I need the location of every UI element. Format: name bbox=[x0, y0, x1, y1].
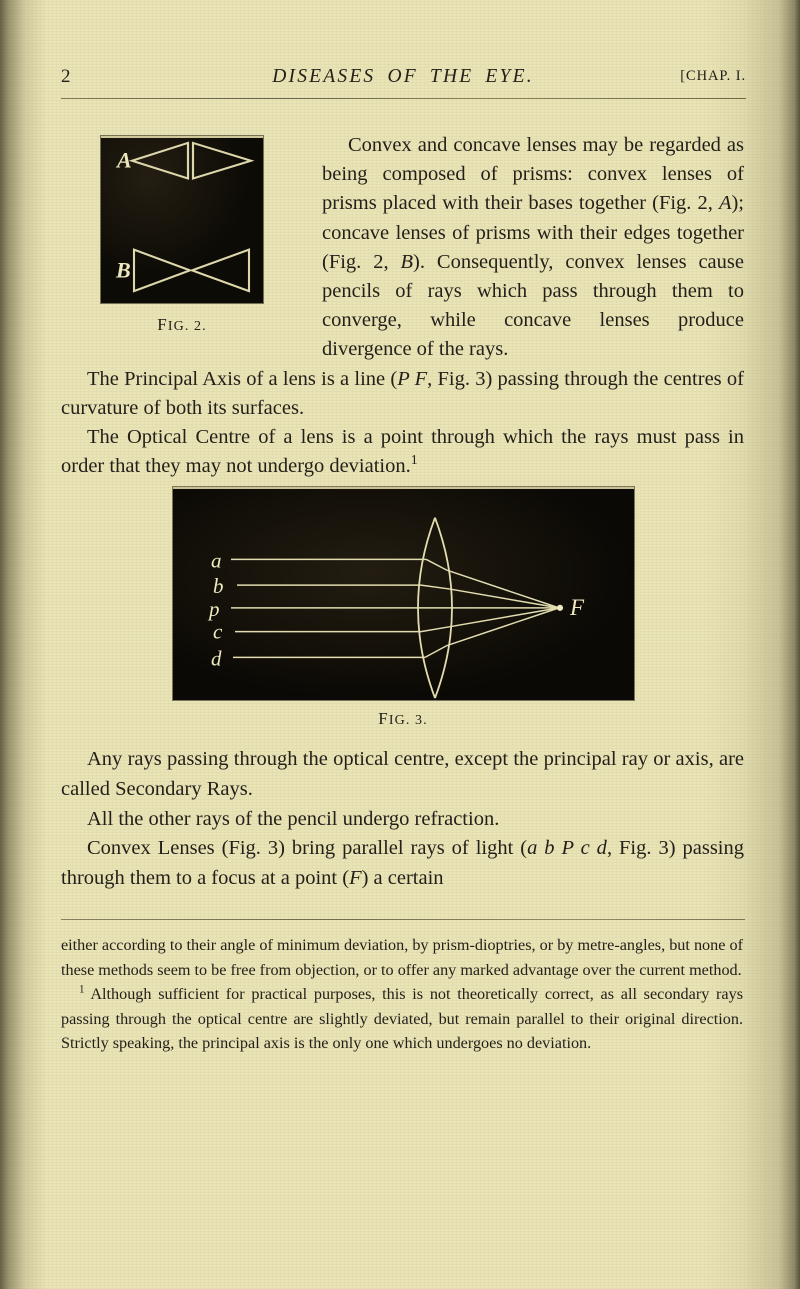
p1-italic-a: A bbox=[718, 192, 732, 215]
figure-3-ray-label-c: c bbox=[213, 620, 223, 644]
ray-b-refracted bbox=[449, 588, 559, 610]
footnote-1-marker: 1 bbox=[79, 983, 85, 996]
ray-b-internal bbox=[420, 584, 450, 591]
figure-3-woodcut: a b p c d F bbox=[172, 487, 634, 701]
p3-text: The Optical Centre of a lens is a point … bbox=[61, 426, 744, 478]
p6-italic-rays: a b P c d bbox=[527, 837, 607, 860]
page-content: 2 DISEASES OF THE EYE. [CHAP. I. A bbox=[58, 0, 748, 1289]
footnote-1-text: Although sufficient for practical purpos… bbox=[61, 985, 744, 1053]
p1-part-a: Convex and concave lenses may be regarde… bbox=[322, 134, 744, 215]
ray-c-refracted bbox=[449, 607, 559, 628]
ray-a-refracted bbox=[446, 569, 559, 610]
figure-2-graphic: A B bbox=[115, 141, 255, 293]
figure-3: a b p c d F FIG. 3. bbox=[58, 487, 748, 729]
figure-3-caption-rest: IG. 3. bbox=[388, 713, 428, 729]
figure-2-caption: FIG. 2. bbox=[101, 310, 263, 341]
p6-italic-f: F bbox=[349, 866, 362, 889]
focus-point bbox=[556, 605, 563, 612]
lens-left-surface bbox=[416, 517, 436, 699]
chapter-marker: [CHAP. I. bbox=[680, 68, 746, 84]
figure-2-label-a: A bbox=[115, 149, 132, 173]
lens-right-surface bbox=[433, 517, 453, 699]
figure-3-caption: FIG. 3. bbox=[58, 709, 748, 729]
paragraph-2: The Principal Axis of a lens is a line (… bbox=[61, 365, 744, 423]
paragraph-4: Any rays passing through the optical cen… bbox=[61, 748, 744, 801]
figure-3-caption-initial: F bbox=[378, 709, 389, 729]
ray-d-internal bbox=[424, 645, 447, 659]
paragraph-3: The Optical Centre of a lens is a point … bbox=[61, 423, 744, 481]
p1-part-c: ). Consequently, convex lenses cause pen… bbox=[322, 250, 744, 361]
body-text-block-2: Any rays passing through the optical cen… bbox=[58, 745, 748, 893]
figure-3-ray-label-b: b bbox=[213, 575, 224, 599]
ray-c-internal bbox=[420, 626, 450, 633]
footnote-continued: either according to their angle of minim… bbox=[61, 936, 743, 979]
footnote-block: either according to their angle of minim… bbox=[58, 933, 748, 1055]
p1-part-b: ); concave lenses of prisms with their e… bbox=[322, 192, 744, 273]
figure-3-focus-label: F bbox=[568, 595, 584, 620]
p6-part-c: ) a certain bbox=[361, 866, 444, 889]
ray-a-internal bbox=[425, 559, 447, 572]
p6-part-a: Convex Lenses (Fig. 3) bring parallel ra… bbox=[87, 837, 528, 860]
paragraph-5: All the other rays of the pencil undergo… bbox=[87, 807, 500, 830]
running-title: DISEASES OF THE EYE. bbox=[272, 66, 534, 87]
figure-2-caption-rest: IG. 2. bbox=[167, 319, 207, 334]
figure-2-woodcut: A B bbox=[101, 136, 263, 303]
figure-3-ray-label-a: a bbox=[211, 549, 222, 573]
paragraph-6: Convex Lenses (Fig. 3) bring parallel ra… bbox=[61, 834, 744, 893]
figure-3-graphic: a b p c d F bbox=[206, 517, 585, 699]
footnote-1: 1 Although sufficient for practical purp… bbox=[61, 982, 743, 1055]
body-text-block: A B FIG. 2. Convex and concave lenses ma… bbox=[58, 131, 748, 481]
figure-3-ray-label-p: p bbox=[206, 597, 219, 621]
running-head: 2 DISEASES OF THE EYE. [CHAP. I. bbox=[58, 58, 748, 99]
figure-2-caption-initial: F bbox=[157, 315, 168, 334]
p2-italic-pf: P F bbox=[397, 367, 428, 390]
figure-2: A B FIG. 2. bbox=[101, 136, 306, 341]
paragraph-1: Convex and concave lenses may be regarde… bbox=[61, 131, 744, 365]
p6-part-b: , Fig. 3) passing through them to a focu… bbox=[61, 837, 744, 889]
p2-part-a: The Principal Axis of a lens is a line ( bbox=[87, 367, 398, 390]
footnote-marker-1: 1 bbox=[410, 453, 418, 469]
ray-d-refracted bbox=[446, 607, 559, 647]
figure-3-ray-label-d: d bbox=[211, 647, 222, 671]
footnote-separator-rule bbox=[61, 919, 745, 921]
figure-2-label-b: B bbox=[115, 258, 131, 282]
p2-part-b: , Fig. 3) passing through the centres of… bbox=[61, 367, 744, 419]
page-folio-number: 2 bbox=[61, 66, 71, 87]
p1-italic-b: B bbox=[400, 250, 414, 273]
header-rule bbox=[61, 98, 746, 99]
